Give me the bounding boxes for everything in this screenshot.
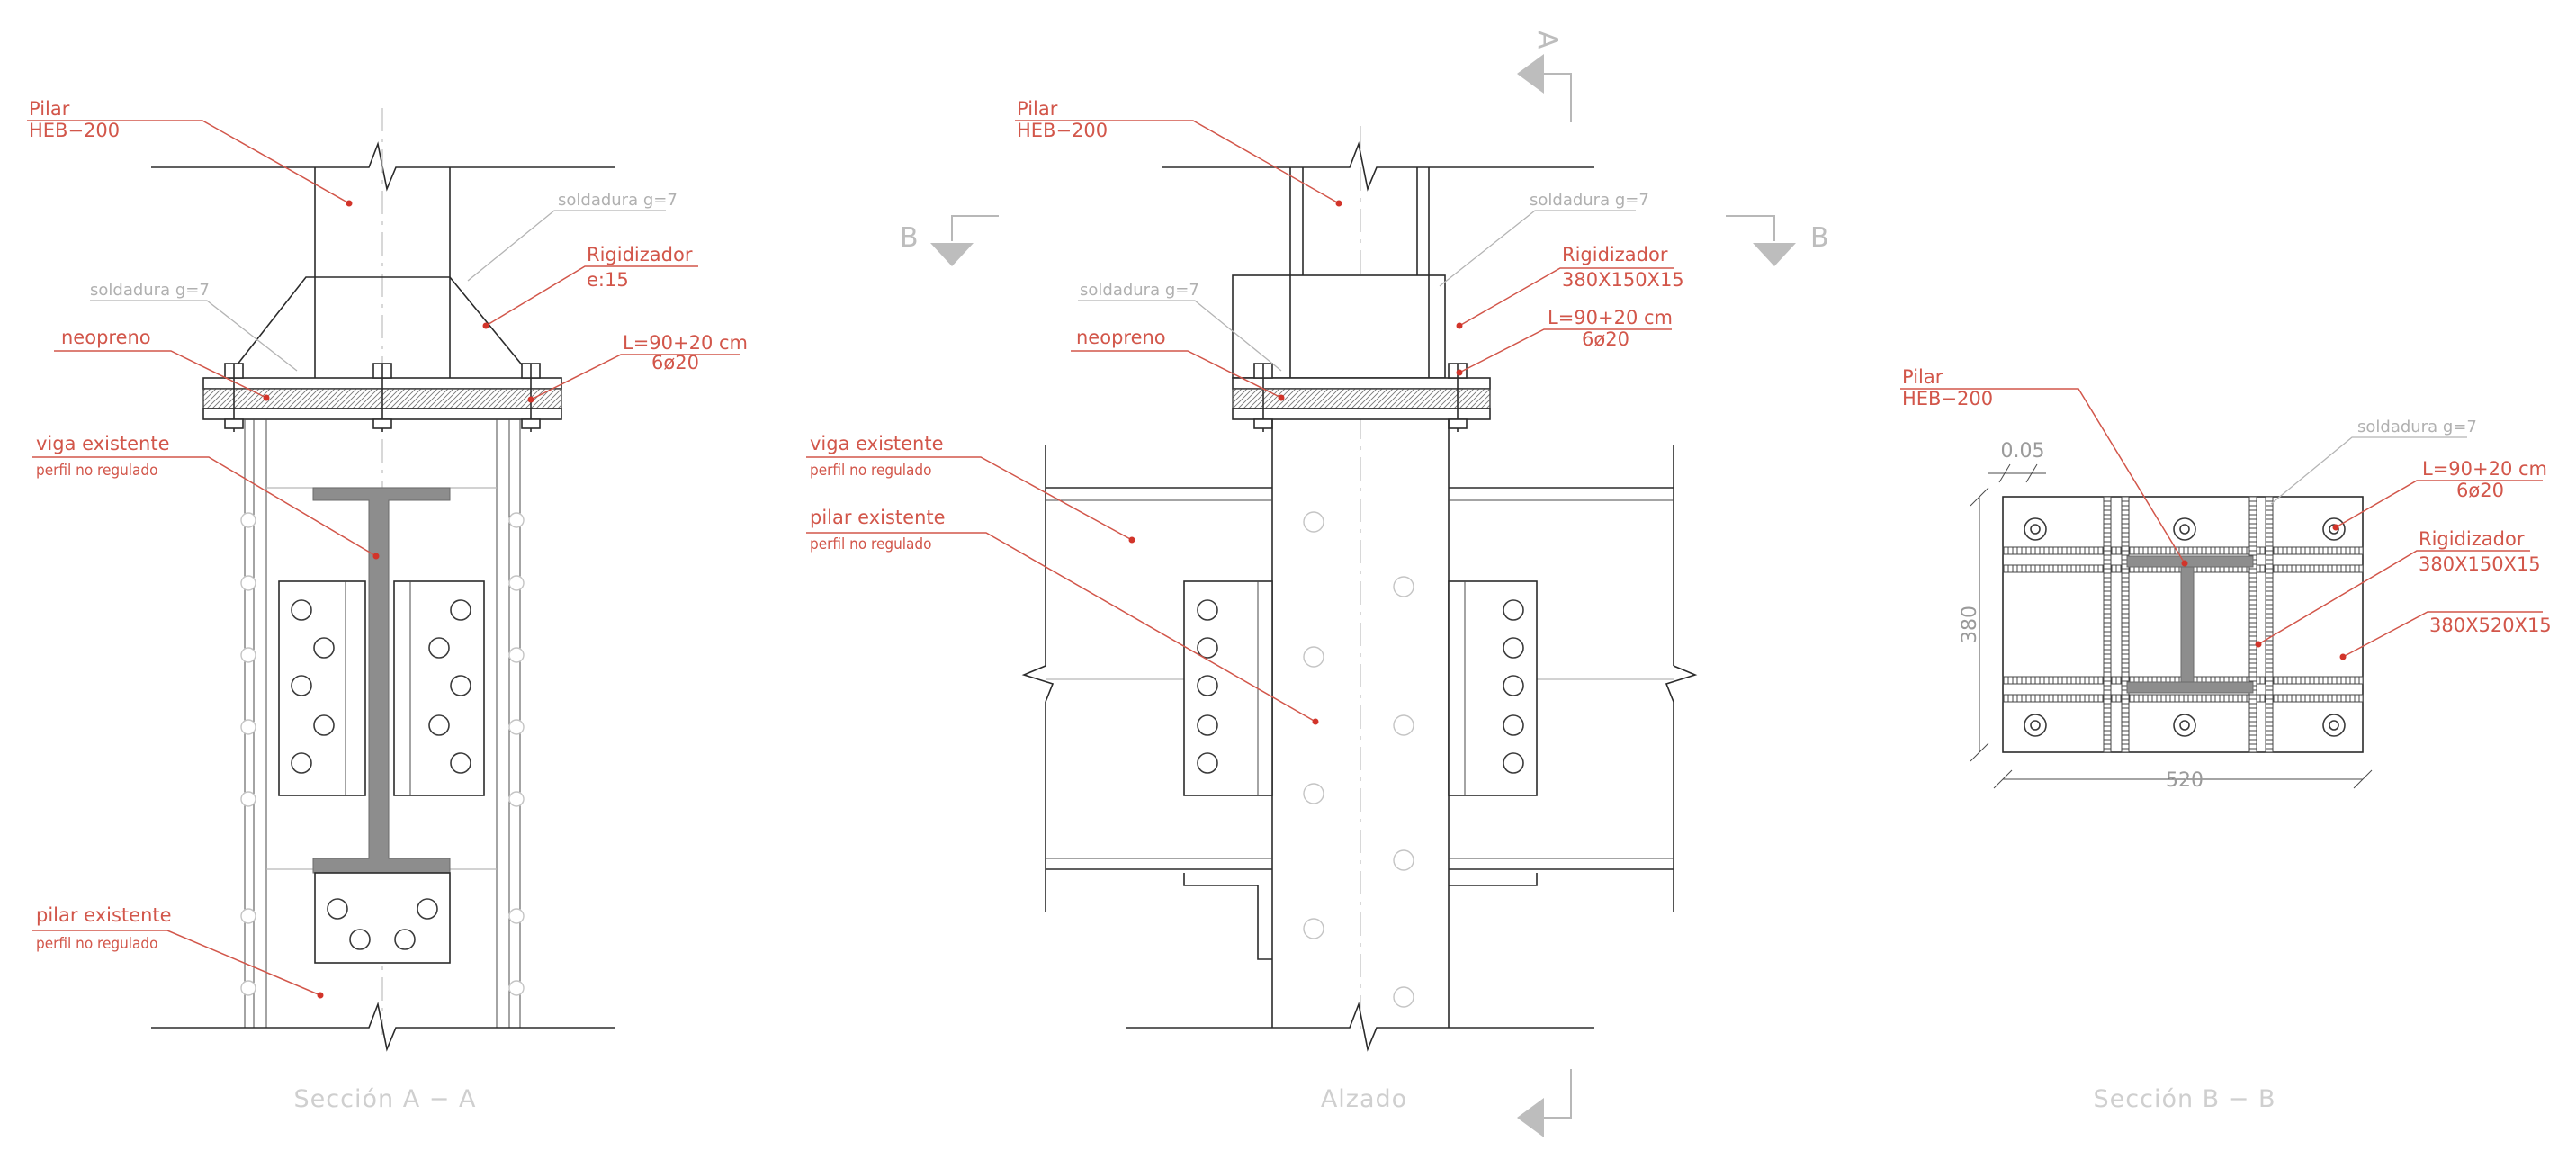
label-bolts-dia: 6ø20 [1582,328,1629,350]
label-column-profile: perfil no regulado [36,935,157,953]
label-bolts-dia: 6ø20 [651,352,699,373]
stiffener-block [1232,274,1446,379]
dim-width: 520 [2166,769,2204,792]
section-marker-a-bottom [1517,1069,1572,1137]
svg-text:A: A [1531,31,1563,49]
existing-beam-right [1448,445,1698,912]
break-line-bottom [151,1002,615,1052]
label-column: pilar existente [810,507,946,528]
dim-gap: 0.05 [2001,440,2045,463]
label-bolts: L=90+20 cm [2422,458,2547,480]
dimension-lines [1970,463,2373,789]
label-stiffener-size: 380X150X15 [1562,269,1684,291]
heb-flange-top [2126,555,2254,568]
dim-height: 380 [1959,606,1981,643]
stiffener-outline [226,276,534,379]
caption-section-a: Sección A − A [294,1085,477,1113]
section-marker-b-left: B [900,215,999,266]
heb-web [2180,566,2195,683]
label-bolts: L=90+20 cm [1548,307,1673,328]
heb-flange-bottom [2126,681,2254,694]
edge-rivets [240,512,525,996]
label-stiffener-thk: e:15 [587,269,629,291]
section-a-a: Pilar HEB−200 soldadura g=7 Rigidizador … [27,98,748,1113]
section-b-b: 0.05 380 520 Pilar HEB−200 soldadura g=7… [1900,366,2552,1113]
break-line-bottom [1126,1002,1594,1052]
label-weld-top: soldadura g=7 [1530,191,1649,210]
label-stiffener-size: 380X150X15 [2419,553,2541,575]
label-beam: viga existente [36,433,170,454]
label-neoprene: neopreno [61,327,151,348]
label-pilar: Pilar [29,98,70,120]
svg-text:B: B [900,222,919,254]
caption-elevation: Alzado [1321,1085,1407,1113]
label-pilar-profile: HEB−200 [1017,120,1108,141]
label-weld-side: soldadura g=7 [1080,281,1199,300]
bottom-plate [1232,408,1491,420]
label-bolts: L=90+20 cm [623,332,748,354]
label-stiffener: Rigidizador [587,244,693,265]
label-stiffener: Rigidizador [2419,528,2525,550]
section-marker-a-top: A [1517,31,1572,122]
section-marker-b-right: B [1726,215,1829,266]
label-beam-profile: perfil no regulado [810,462,931,480]
label-column: pilar existente [36,904,172,926]
label-beam-profile: perfil no regulado [36,462,157,480]
break-line-top [1162,141,1594,192]
label-pilar-profile: HEB−200 [29,120,120,141]
label-column-profile: perfil no regulado [810,535,931,553]
label-pilar-profile: HEB−200 [1902,388,1993,409]
existing-beam-left [1021,445,1273,960]
neoprene-pad [1232,388,1491,409]
elevation: A B B Pilar HEB−200 soldadura g=7 Rigidi… [806,31,1829,1137]
svg-text:B: B [1810,222,1829,254]
label-neoprene: neopreno [1076,327,1166,348]
label-weld: soldadura g=7 [2357,418,2477,436]
label-pilar: Pilar [1017,98,1058,120]
label-bolts-dia: 6ø20 [2456,480,2504,501]
label-pilar: Pilar [1902,366,1943,388]
label-weld-top: soldadura g=7 [558,191,678,210]
label-plate-size: 380X520X15 [2429,615,2552,636]
column-rivets [1303,511,1414,1008]
top-plate [1232,377,1491,390]
splice-bolts [291,599,471,774]
label-beam: viga existente [810,433,944,454]
label-weld-side: soldadura g=7 [90,281,210,300]
caption-section-b: Sección B − B [2094,1085,2276,1113]
label-stiffener: Rigidizador [1562,244,1668,265]
